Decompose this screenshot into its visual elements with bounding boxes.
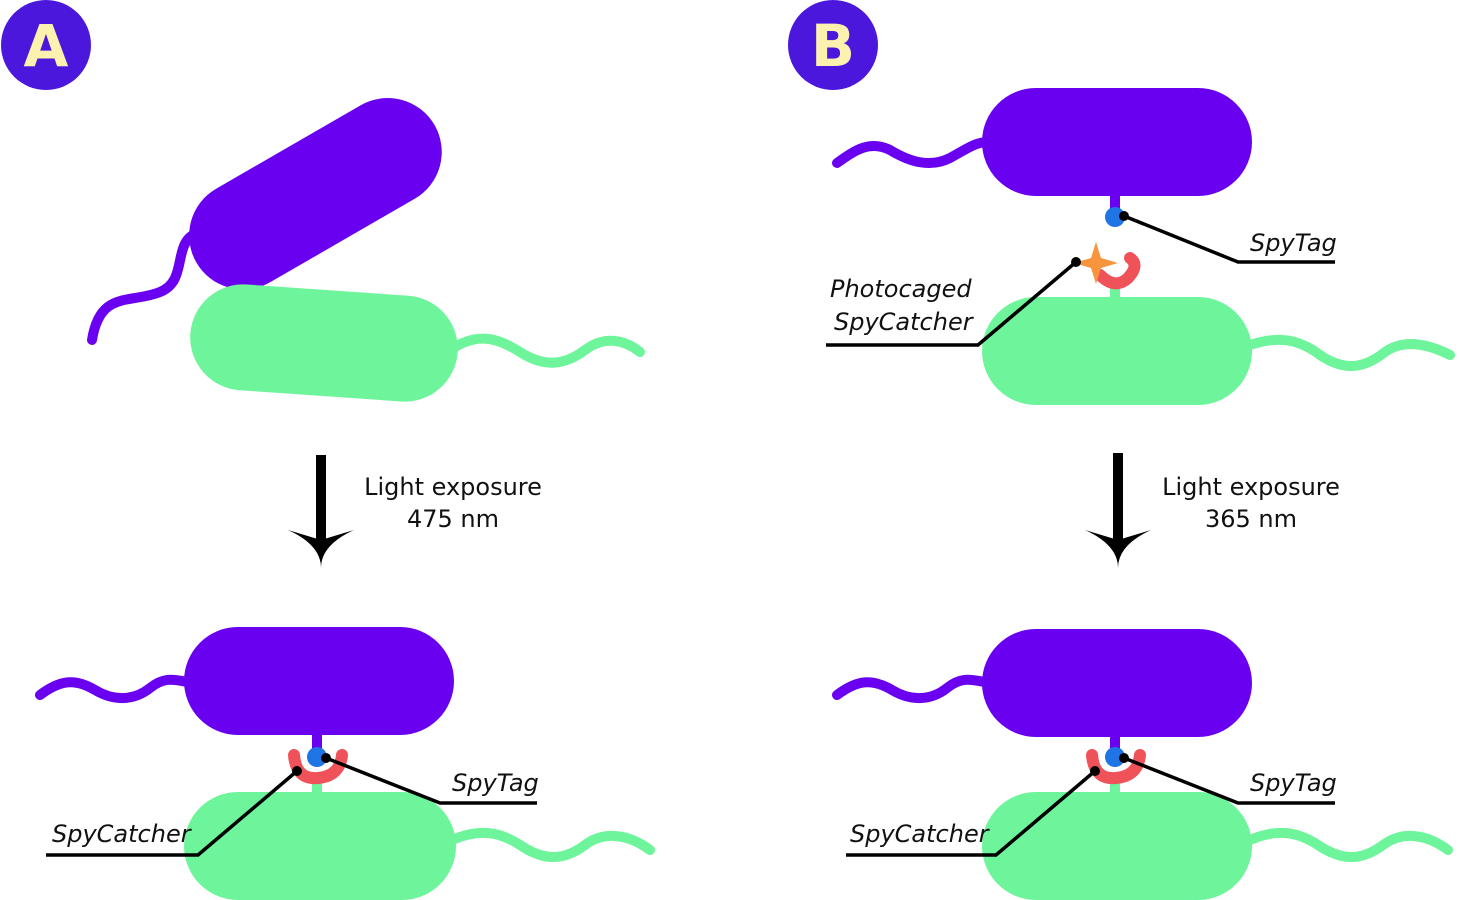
panel-a-spytag-leader xyxy=(325,756,537,805)
panel-b-bottom-purple-bacterium xyxy=(832,629,1252,755)
panel-a-step-label-line2: 475 nm xyxy=(407,505,499,533)
stalk xyxy=(1110,194,1120,214)
spytag-shape xyxy=(307,747,327,767)
cell-body xyxy=(982,792,1252,900)
cell-body xyxy=(184,792,456,900)
leader-dot xyxy=(292,766,302,776)
panel-a-down-arrow xyxy=(288,455,354,568)
panel-b-badge: B xyxy=(788,0,878,90)
panel-b-top-spytag-leader xyxy=(1123,214,1335,264)
cell-body xyxy=(982,297,1252,405)
stalk xyxy=(312,733,322,753)
panel-a-top-green-bacterium xyxy=(190,284,645,402)
panel-b-bottom-green-bacterium xyxy=(982,775,1453,900)
panel-b-badge-circle xyxy=(788,0,878,90)
stalk xyxy=(1110,282,1120,302)
flagellum xyxy=(447,827,655,862)
cell-body xyxy=(184,627,454,735)
cell-body xyxy=(190,284,458,402)
panel-b-photocaged-label-line2: SpyCatcher xyxy=(834,308,975,336)
leader-dot xyxy=(1119,211,1129,221)
cell-body xyxy=(189,98,442,290)
panel-a-spycatcher-leader xyxy=(46,769,299,857)
panel-b-bottom-spycatcher-label: SpyCatcher xyxy=(850,820,991,848)
leader-dot xyxy=(1071,257,1081,267)
panel-a-badge: A xyxy=(1,0,91,90)
leader-dot xyxy=(321,753,331,763)
photocage-star xyxy=(1074,242,1118,284)
panel-b-photocaged-leader xyxy=(826,260,1078,347)
leader-dot xyxy=(1090,766,1100,776)
flagellum xyxy=(445,333,645,368)
leader-dot xyxy=(1119,753,1129,763)
panel-b: B SpyTag Photocaged SpyCatcher Light ex xyxy=(788,0,1455,900)
panel-a: A Light exposure 475 nm xyxy=(1,0,655,900)
flagellum xyxy=(832,137,993,169)
panel-b-step-label-line1: Light exposure xyxy=(1162,473,1340,501)
panel-b-top-spytag-label: SpyTag xyxy=(1250,229,1337,257)
flagellum xyxy=(1245,334,1455,371)
panel-b-photocaged-label-line1: Photocaged xyxy=(830,275,972,303)
panel-a-top-purple-bacterium xyxy=(87,98,442,345)
panel-b-top-green-bacterium xyxy=(982,242,1455,405)
flagellum xyxy=(87,227,205,345)
panel-b-bottom-spytag-leader xyxy=(1123,756,1335,805)
panel-a-step-label-line1: Light exposure xyxy=(364,473,542,501)
spytag-shape xyxy=(1105,207,1125,227)
stalk xyxy=(312,775,322,795)
spytag-shape xyxy=(1105,747,1125,767)
flagellum xyxy=(1245,827,1453,862)
panel-b-bottom-spycatcher-leader xyxy=(846,769,1097,857)
panel-b-badge-letter: B xyxy=(811,12,855,80)
panel-a-spycatcher-label: SpyCatcher xyxy=(52,820,193,848)
stalk xyxy=(1110,775,1120,795)
panel-b-down-arrow xyxy=(1085,453,1151,568)
flagellum xyxy=(832,674,990,703)
panel-a-badge-letter: A xyxy=(24,12,69,80)
spycatcher-shape xyxy=(1094,252,1141,290)
flagellum xyxy=(35,674,193,703)
panel-a-spytag-label: SpyTag xyxy=(452,769,539,797)
cell-body xyxy=(982,88,1252,196)
panel-a-bottom-purple-bacterium xyxy=(35,627,454,753)
panel-a-badge-circle xyxy=(1,0,91,90)
panel-b-step-label-line2: 365 nm xyxy=(1205,505,1297,533)
panel-b-bottom-spytag-label: SpyTag xyxy=(1250,769,1337,797)
stalk xyxy=(1110,735,1120,755)
panel-a-bottom-green-bacterium xyxy=(184,775,655,900)
panel-b-top-purple-bacterium xyxy=(832,88,1252,227)
cell-body xyxy=(982,629,1252,737)
